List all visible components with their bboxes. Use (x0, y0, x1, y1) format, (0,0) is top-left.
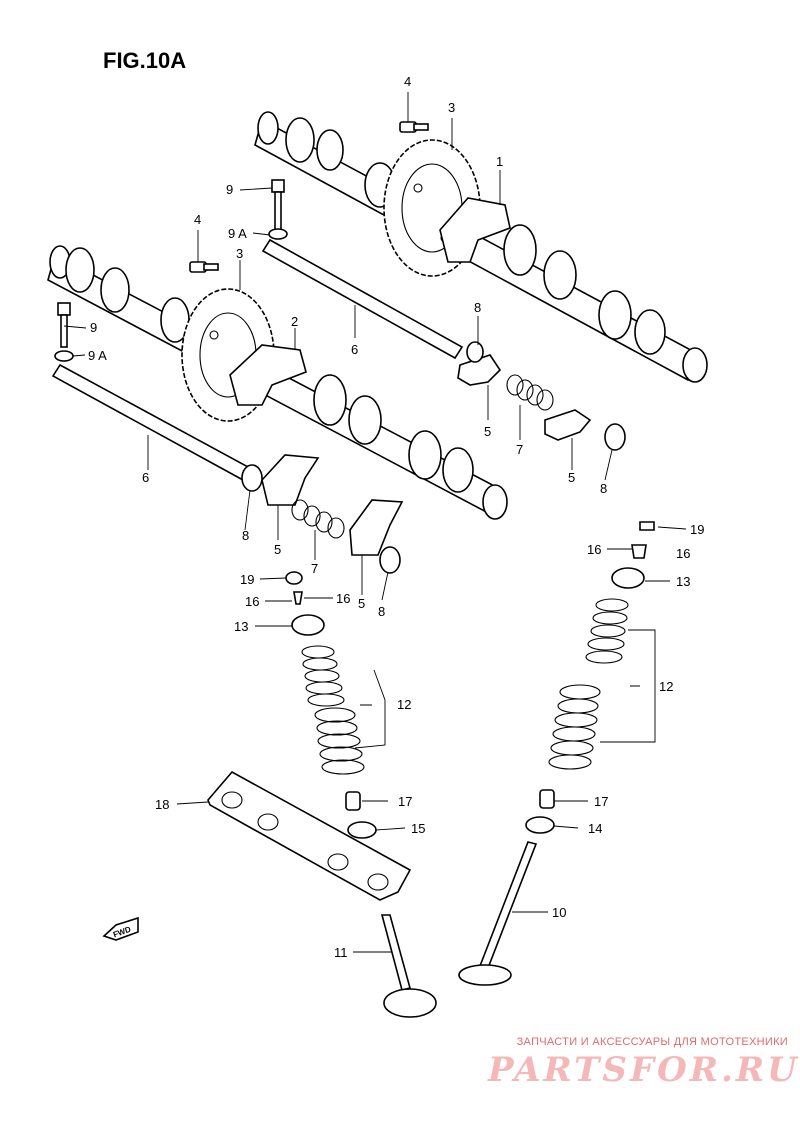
exhaust-valve (458, 841, 538, 986)
valve-shim-left (285, 571, 303, 585)
callout-16-right-2: 16 (676, 546, 690, 561)
callout-16-right-1: 16 (587, 542, 601, 557)
camshaft-upper (254, 111, 708, 383)
callout-9-upper: 9 (226, 182, 233, 197)
rocker-arm-upper-2 (544, 409, 592, 441)
rocker-spring-lower (291, 499, 345, 539)
figure-title: FIG.10A (103, 48, 186, 73)
callout-8-upper-1: 8 (474, 300, 481, 315)
callout-5-upper-1: 5 (484, 424, 491, 439)
rocker-arm-lower-2 (349, 499, 404, 556)
watermark-logo: PARTSFOR.RU (488, 1050, 800, 1090)
valve-retainer-left (291, 614, 325, 636)
callout-5-lower-1: 5 (274, 542, 281, 557)
callout-4-upper: 4 (404, 74, 411, 89)
callout-7-upper: 7 (516, 442, 523, 457)
callout-12-right: 12 (659, 679, 673, 694)
callout-10: 10 (552, 905, 566, 920)
sprocket-bolt-upper (399, 121, 429, 133)
callout-6-upper: 6 (351, 342, 358, 357)
callout-17-right: 17 (594, 794, 608, 809)
rocker-shaft-upper (261, 238, 464, 360)
callout-3-upper: 3 (448, 100, 455, 115)
washer-lower-1 (241, 464, 263, 492)
callout-11: 11 (334, 945, 348, 960)
callout-19-left: 19 (240, 572, 254, 587)
callout-9-lower: 9 (90, 320, 97, 335)
callout-13-left: 13 (234, 619, 248, 634)
valve-spring-seat-left (347, 821, 377, 839)
callout-1: 1 (496, 154, 503, 169)
valve-stem-seal-left (345, 791, 361, 811)
washer-lower-2 (379, 546, 401, 574)
callout-3-lower: 3 (236, 246, 243, 261)
valve-guide-plate (207, 770, 412, 901)
watermark-tagline: ЗАПЧАСТИ И АКСЕССУАРЫ ДЛЯ МОТОТЕХНИКИ (516, 1036, 788, 1048)
rocker-spring-upper (506, 374, 554, 411)
valve-cotter-left (293, 591, 303, 605)
valve-spring-outer-right (585, 598, 629, 664)
callout-7-lower: 7 (311, 561, 318, 576)
valve-cotter-right (631, 544, 647, 559)
valve-spring-outer-left (301, 645, 345, 707)
callout-14: 14 (588, 821, 602, 836)
rocker-arm-lower-1 (261, 454, 320, 506)
callout-4-lower: 4 (194, 212, 201, 227)
callout-18: 18 (155, 797, 169, 812)
callout-12-left: 12 (397, 697, 411, 712)
valve-retainer-right (611, 567, 645, 589)
fwd-arrow-icon: FWD (102, 916, 139, 941)
valve-shim-right (639, 521, 655, 531)
sprocket-bolt-lower (189, 261, 219, 273)
shaft-bolt-lower (54, 302, 74, 362)
shaft-bolt-upper (268, 179, 288, 240)
valve-spring-inner-right (548, 684, 601, 770)
callout-8-lower-1: 8 (242, 528, 249, 543)
callout-6-lower: 6 (142, 470, 149, 485)
callout-8-lower-2: 8 (378, 604, 385, 619)
cam-bracket-upper (439, 197, 511, 263)
valve-spring-inner-left (314, 707, 365, 775)
callout-13-right: 13 (676, 574, 690, 589)
washer-upper-2 (604, 423, 626, 451)
callout-19-right: 19 (690, 522, 704, 537)
callout-17-left: 17 (398, 794, 412, 809)
callout-15: 15 (411, 821, 425, 836)
valve-stem-seal-right (539, 789, 555, 809)
intake-valve (380, 914, 437, 1018)
callout-5-upper-2: 5 (568, 470, 575, 485)
callout-16-left-2: 16 (336, 591, 350, 606)
callout-5-lower-2: 5 (358, 596, 365, 611)
cam-bracket-lower (229, 344, 307, 406)
callout-16-left-1: 16 (245, 594, 259, 609)
valve-spring-seat-right (525, 816, 555, 834)
leader-lines (63, 92, 687, 953)
callout-9a-lower: 9 A (88, 348, 107, 363)
camshaft-lower (47, 245, 508, 520)
rocker-arm-upper-1 (457, 354, 502, 386)
callout-8-upper-2: 8 (600, 481, 607, 496)
callout-2: 2 (291, 314, 298, 329)
callout-9a-upper: 9 A (228, 226, 247, 241)
washer-upper-1 (466, 341, 484, 363)
